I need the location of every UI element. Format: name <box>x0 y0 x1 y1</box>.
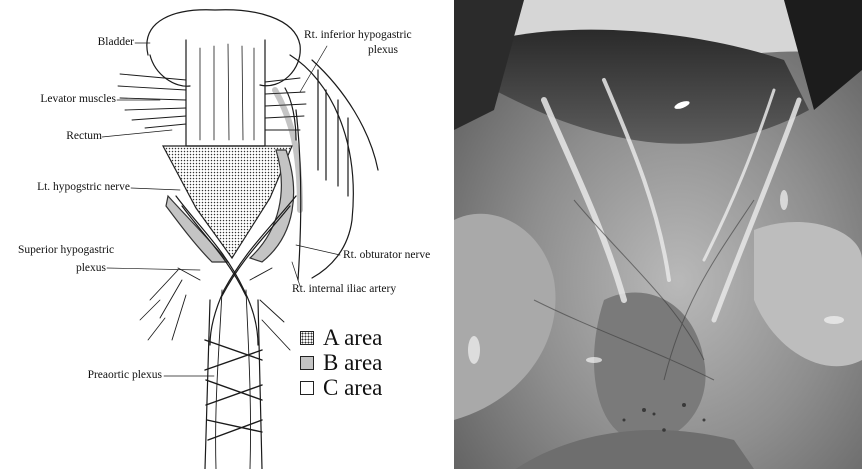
label-preaortic-plexus: Preaortic plexus <box>30 369 162 382</box>
label-rt-inferior-hypogastric-plexus-line2: plexus <box>368 44 398 57</box>
aorta-outline <box>205 300 262 469</box>
legend-item-b: B area <box>300 351 382 375</box>
label-rectum: Rectum <box>40 130 102 143</box>
label-rt-obturator-nerve: Rt. obturator nerve <box>343 249 430 262</box>
levator-muscle-lines <box>118 74 306 130</box>
label-bladder: Bladder <box>60 36 134 49</box>
legend-swatch-c <box>300 381 314 395</box>
label-superior-hypogastric-plexus-line2: plexus <box>60 262 106 275</box>
rectum-outline <box>186 40 265 146</box>
label-rt-inferior-hypogastric-plexus-line1: Rt. inferior hypogastric <box>304 29 412 42</box>
label-levator-muscles: Levator muscles <box>10 93 116 106</box>
legend-label-a: A area <box>323 326 382 350</box>
legend-item-c: C area <box>300 376 382 400</box>
label-lt-hypogastric-nerve: Lt. hypogstric nerve <box>4 181 130 194</box>
legend-swatch-b <box>300 356 314 370</box>
surgical-photo <box>454 0 862 469</box>
legend-item-a: A area <box>300 326 382 350</box>
legend-label-b: B area <box>323 351 382 375</box>
legend-label-c: C area <box>323 376 382 400</box>
label-rt-internal-iliac-artery: Rt. internal iliac artery <box>292 283 396 296</box>
bladder-outline <box>147 10 300 86</box>
legend-swatch-a <box>300 331 314 345</box>
label-superior-hypogastric-plexus-line1: Superior hypogastric <box>18 244 114 257</box>
anatomy-diagram <box>0 0 454 469</box>
